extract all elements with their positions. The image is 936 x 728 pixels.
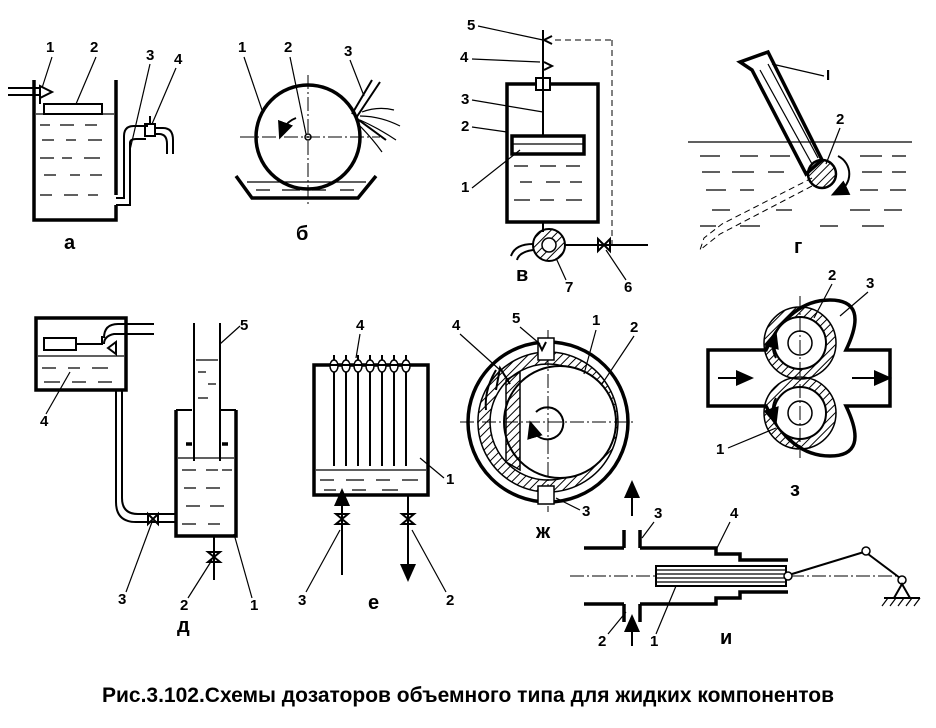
label-i-1: 1 xyxy=(650,633,658,650)
label-v-7: 7 xyxy=(565,279,573,296)
panel-e: 4 1 3 2 е xyxy=(298,317,454,614)
label-zh-3: 3 xyxy=(582,503,590,520)
letter-b: б xyxy=(296,223,308,245)
tank-a xyxy=(32,80,118,222)
tank-d xyxy=(34,316,128,392)
label-e-4: 4 xyxy=(356,317,365,334)
letter-e: е xyxy=(368,592,379,614)
panel-d: 5 4 3 2 1 д xyxy=(34,316,258,637)
panel-b: 1 2 3 б xyxy=(234,39,401,245)
label-zh-4: 4 xyxy=(452,317,461,334)
label-d-3: 3 xyxy=(118,591,126,608)
label-v-2: 2 xyxy=(461,118,469,135)
label-g-1: I xyxy=(826,67,830,84)
figure-caption: Рис.3.102.Схемы дозаторов объемного типа… xyxy=(102,684,834,707)
panel-i: 3 4 2 1 и xyxy=(570,480,921,650)
label-a-3: 3 xyxy=(146,47,154,64)
piston-v xyxy=(510,134,586,156)
label-d-4: 4 xyxy=(40,413,49,430)
letter-v: в xyxy=(516,264,528,286)
label-d-2: 2 xyxy=(180,597,188,614)
plunger-i xyxy=(655,565,787,587)
label-z-2: 2 xyxy=(828,267,836,284)
label-i-2: 2 xyxy=(598,633,606,650)
label-v-4: 4 xyxy=(460,49,469,66)
label-v-3: 3 xyxy=(461,91,469,108)
label-i-3: 3 xyxy=(654,505,662,522)
panel-g: I 2 г xyxy=(688,49,912,258)
label-z-1: 1 xyxy=(716,441,724,458)
letter-z: з xyxy=(790,479,800,501)
label-i-4: 4 xyxy=(730,505,739,522)
letter-a: а xyxy=(64,232,76,254)
label-zh-2: 2 xyxy=(630,319,638,336)
label-b-2: 2 xyxy=(284,39,292,56)
label-b-3: 3 xyxy=(344,43,352,60)
panel-a: 1 2 3 4 а xyxy=(8,39,183,254)
label-zh-5: 5 xyxy=(512,310,520,327)
label-d-1: 1 xyxy=(250,597,258,614)
label-b-1: 1 xyxy=(238,39,246,56)
letter-d: д xyxy=(177,615,190,637)
label-z-3: 3 xyxy=(866,275,874,292)
letter-i: и xyxy=(720,627,732,649)
label-a-1: 1 xyxy=(46,39,54,56)
label-e-1: 1 xyxy=(446,471,454,488)
panel-zh: 4 5 1 2 3 ж xyxy=(452,310,638,543)
label-e-3: 3 xyxy=(298,592,306,609)
letter-g: г xyxy=(794,236,802,258)
label-a-2: 2 xyxy=(90,39,98,56)
label-v-1: 1 xyxy=(461,179,469,196)
pivot-g xyxy=(806,158,838,190)
label-v-5: 5 xyxy=(467,17,475,34)
label-a-4: 4 xyxy=(174,51,183,68)
label-d-5: 5 xyxy=(240,317,248,334)
cylinder-v xyxy=(505,82,600,224)
label-zh-1: 1 xyxy=(592,312,600,329)
label-g-2: 2 xyxy=(836,111,844,128)
panel-v: 5 4 3 2 1 7 6 в xyxy=(460,17,648,296)
float-a xyxy=(43,103,103,115)
label-v-6: 6 xyxy=(624,279,632,296)
letter-zh: ж xyxy=(535,521,551,543)
label-e-2: 2 xyxy=(446,592,454,609)
panel-z: 2 3 1 з xyxy=(706,267,892,501)
